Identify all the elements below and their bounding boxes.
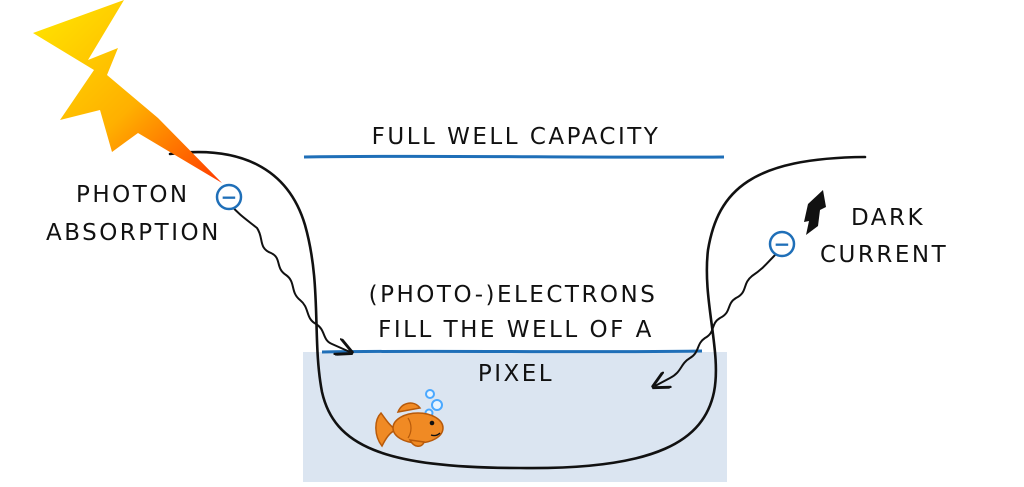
full-well-capacity-line (303, 154, 725, 159)
electrons-label-line3: PIXEL (478, 361, 554, 387)
svg-text:−: − (221, 185, 238, 209)
goldfish-icon (375, 402, 444, 448)
dark-current-label-line2: CURRENT (820, 242, 948, 268)
electron-level-line (321, 349, 703, 354)
dark-current-arrow (655, 253, 777, 386)
electron-icon: − (215, 183, 243, 211)
svg-text:−: − (774, 232, 791, 256)
photon-electron-arrow (230, 204, 350, 352)
electron-icon: − (768, 230, 796, 258)
small-lightning-icon (804, 190, 826, 235)
photon-absorption-label-line1: PHOTON (76, 182, 190, 208)
electrons-label-line2: FILL THE WELL OF A (378, 317, 654, 343)
photon-absorption-label-line2: ABSORPTION (46, 220, 221, 246)
lightning-bolt-icon (33, 0, 222, 183)
well-outline (168, 150, 867, 470)
full-well-capacity-label: FULL WELL CAPACITY (372, 124, 661, 150)
electrons-label-line1: (PHOTO-)ELECTRONS (369, 282, 658, 308)
dark-current-label-line1: DARK (851, 205, 925, 231)
